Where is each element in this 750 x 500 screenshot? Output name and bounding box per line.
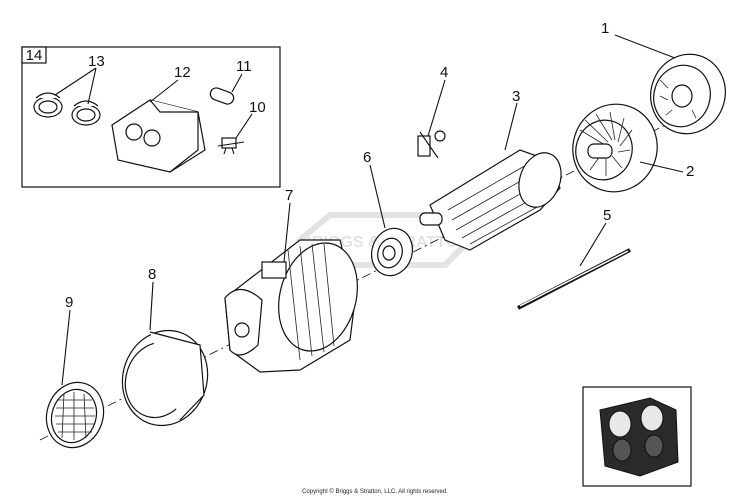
label-1: 1 xyxy=(601,20,609,37)
label-4: 4 xyxy=(440,64,448,81)
label-6: 6 xyxy=(363,149,371,166)
part-3-rotor xyxy=(419,149,562,251)
label-10: 10 xyxy=(249,99,266,116)
part-4-brush-holder xyxy=(417,130,446,159)
label-13: 13 xyxy=(88,53,105,70)
label-12: 12 xyxy=(174,64,191,81)
kit-inset-frame xyxy=(21,46,281,188)
label-2: 2 xyxy=(686,163,694,180)
label-5: 5 xyxy=(603,207,611,224)
part-5-through-bolt xyxy=(517,248,631,310)
part-7-stator xyxy=(224,239,358,373)
label-9: 9 xyxy=(65,294,73,311)
outlet-detail-inset xyxy=(582,386,692,487)
label-7: 7 xyxy=(285,187,293,204)
part-11-capacitor xyxy=(209,87,235,105)
label-8: 8 xyxy=(148,266,156,283)
part-9-grille-cover xyxy=(45,381,105,449)
copyright-notice: Copyright © Briggs & Stratton, LLC. All … xyxy=(302,489,448,495)
part-2-fan xyxy=(572,103,658,193)
part-10-rectifier xyxy=(217,137,245,155)
label-11: 11 xyxy=(236,58,252,75)
part-12-control-panel xyxy=(111,99,206,173)
part-1-end-cover xyxy=(650,53,726,135)
part-6-bearing xyxy=(370,227,414,277)
label-3: 3 xyxy=(512,88,520,105)
part-13-outlet-covers xyxy=(33,92,101,126)
label-14: 14 xyxy=(26,47,43,64)
part-8-adapter-ring xyxy=(121,329,209,427)
kit-inset-14: 14 13 12 11 xyxy=(21,46,281,188)
kit-number-box xyxy=(21,46,47,64)
